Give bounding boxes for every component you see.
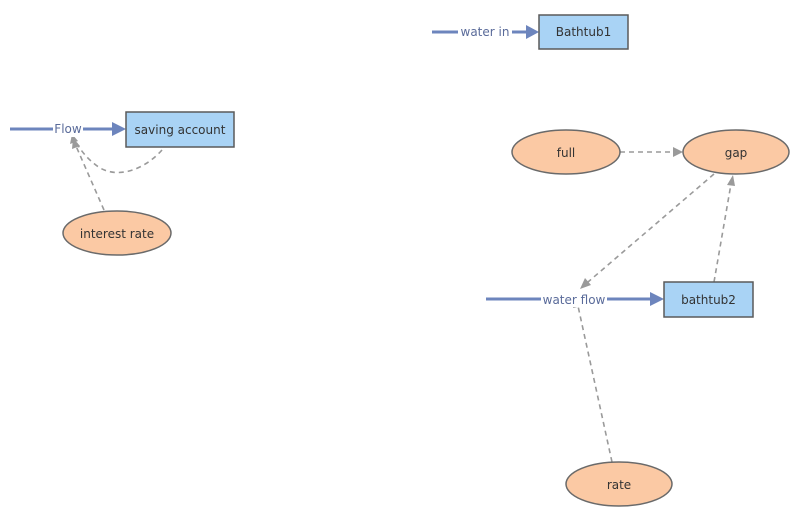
link-path xyxy=(713,183,732,283)
auxiliary-label-rate: rate xyxy=(607,478,631,492)
stock-box xyxy=(125,111,235,148)
link-full-to-gap[interactable] xyxy=(620,147,683,157)
flow-arrowhead xyxy=(526,25,539,39)
auxiliary-label-interest-rate: interest rate xyxy=(80,227,154,241)
link-arrowhead xyxy=(727,175,735,186)
stock-bathtub2[interactable]: bathtub2 xyxy=(663,281,754,318)
flow-water-in[interactable]: water in xyxy=(432,24,539,40)
link-arrowhead xyxy=(72,138,80,149)
flow-label-background xyxy=(541,291,607,307)
link-path xyxy=(587,173,715,283)
flow-water-flow[interactable]: water flow xyxy=(486,291,664,307)
stock-label-bathtub2: bathtub2 xyxy=(681,293,736,307)
link-path xyxy=(74,139,163,174)
flow-flow[interactable]: Flow xyxy=(10,121,126,137)
link-interest-rate-to-flow[interactable] xyxy=(72,138,105,211)
link-rate-to-water-flow[interactable] xyxy=(573,297,613,463)
auxiliary-interest-rate[interactable]: interest rate xyxy=(62,210,172,256)
flow-arrowhead xyxy=(650,292,664,306)
link-gap-to-water-flow[interactable] xyxy=(580,173,715,289)
flow-label-flow: Flow xyxy=(54,122,82,136)
auxiliary-ellipse xyxy=(565,461,673,507)
link-arrowhead xyxy=(673,147,683,157)
stock-label-saving-account: saving account xyxy=(135,123,226,137)
stock-saving-account[interactable]: saving account xyxy=(125,111,235,148)
link-arrowhead xyxy=(580,278,591,289)
auxiliary-label-full: full xyxy=(557,146,576,160)
auxiliary-rate[interactable]: rate xyxy=(565,461,673,507)
auxiliary-ellipse xyxy=(511,129,621,175)
flow-label-background xyxy=(458,24,512,40)
auxiliary-gap[interactable]: gap xyxy=(682,129,790,175)
link-bathtub2-to-gap[interactable] xyxy=(713,175,735,283)
stock-label-bathtub1: Bathtub1 xyxy=(556,25,611,39)
flow-label-background xyxy=(53,121,83,137)
auxiliary-label-gap: gap xyxy=(725,146,748,160)
stock-bathtub1[interactable]: Bathtub1 xyxy=(538,14,629,50)
auxiliary-ellipse xyxy=(62,210,172,256)
flow-arrowhead xyxy=(112,122,126,136)
auxiliary-full[interactable]: full xyxy=(511,129,621,175)
stock-box xyxy=(663,281,754,318)
stock-box xyxy=(538,14,629,50)
flow-label-water-flow: water flow xyxy=(543,293,606,307)
link-path xyxy=(577,305,613,463)
flow-label-water-in: water in xyxy=(461,25,510,39)
link-path xyxy=(75,145,105,211)
auxiliary-ellipse xyxy=(682,129,790,175)
